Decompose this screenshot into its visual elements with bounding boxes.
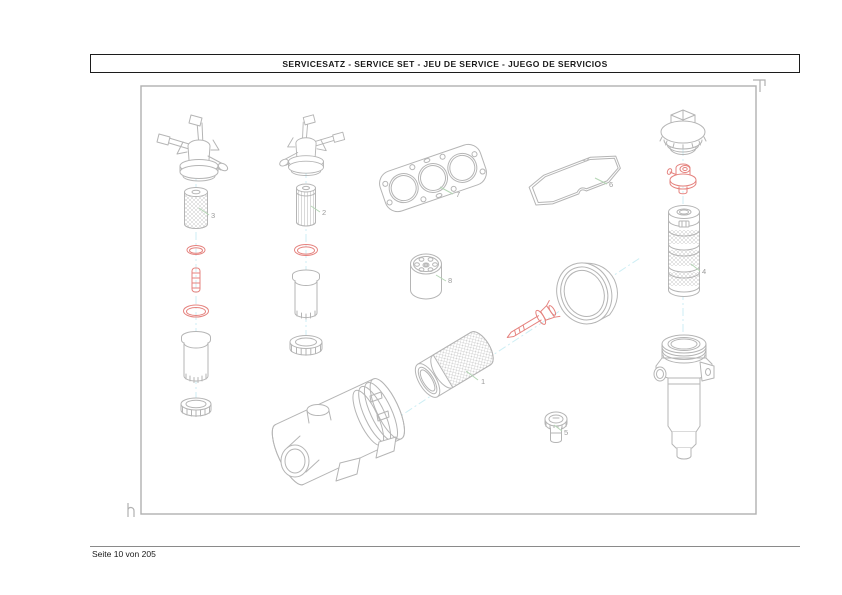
cylinder-head-gasket	[379, 143, 487, 213]
crop-mark-bottom-left	[127, 503, 135, 517]
title-bar: SERVICESATZ - SERVICE SET - JEU DE SERVI…	[90, 54, 800, 73]
drawing-border	[140, 85, 757, 515]
leader-lines	[198, 177, 701, 432]
air-cleaner-end-cap	[556, 262, 618, 325]
banjo-bolt	[506, 300, 561, 338]
filter-cartridge-3	[184, 187, 208, 229]
sediment-bowl-left	[181, 331, 211, 383]
ring-nut-right	[289, 335, 323, 356]
crop-mark-top-right	[753, 79, 766, 92]
part-number-5: 5	[564, 428, 569, 437]
part-number-6: 6	[609, 180, 614, 189]
o-ring-large-left	[183, 304, 209, 318]
part-number-7: 7	[456, 190, 461, 199]
ring-nut-left	[180, 397, 212, 417]
part-number-1: 1	[481, 377, 486, 386]
filter-cap	[659, 109, 707, 155]
page-title: SERVICESATZ - SERVICE SET - JEU DE SERVI…	[282, 58, 608, 69]
cover-gasket	[528, 155, 621, 206]
part-number-2: 2	[322, 208, 327, 217]
overflow-valve	[666, 163, 697, 195]
filter-head-right	[278, 114, 346, 176]
drain-valve	[544, 411, 568, 443]
footer-divider	[90, 546, 800, 547]
fuel-filter-housing	[653, 334, 715, 460]
o-ring-right	[294, 244, 318, 256]
page-number: Seite 10 von 205	[92, 549, 156, 559]
part-number-3: 3	[211, 211, 216, 220]
part-number-8: 8	[448, 276, 453, 285]
sediment-bowl-right	[292, 269, 320, 320]
fuel-filter-element	[668, 205, 700, 297]
air-cleaner-housing	[271, 378, 405, 486]
air-filter-element	[414, 331, 494, 398]
filter-head-left	[156, 114, 230, 182]
spring	[191, 267, 201, 293]
part-number-4: 4	[702, 267, 707, 276]
o-ring-small-left	[186, 245, 206, 255]
center-line-air-filter-axis	[351, 257, 641, 449]
filter-cartridge-2	[296, 183, 316, 227]
spin-on-filter	[410, 253, 442, 300]
